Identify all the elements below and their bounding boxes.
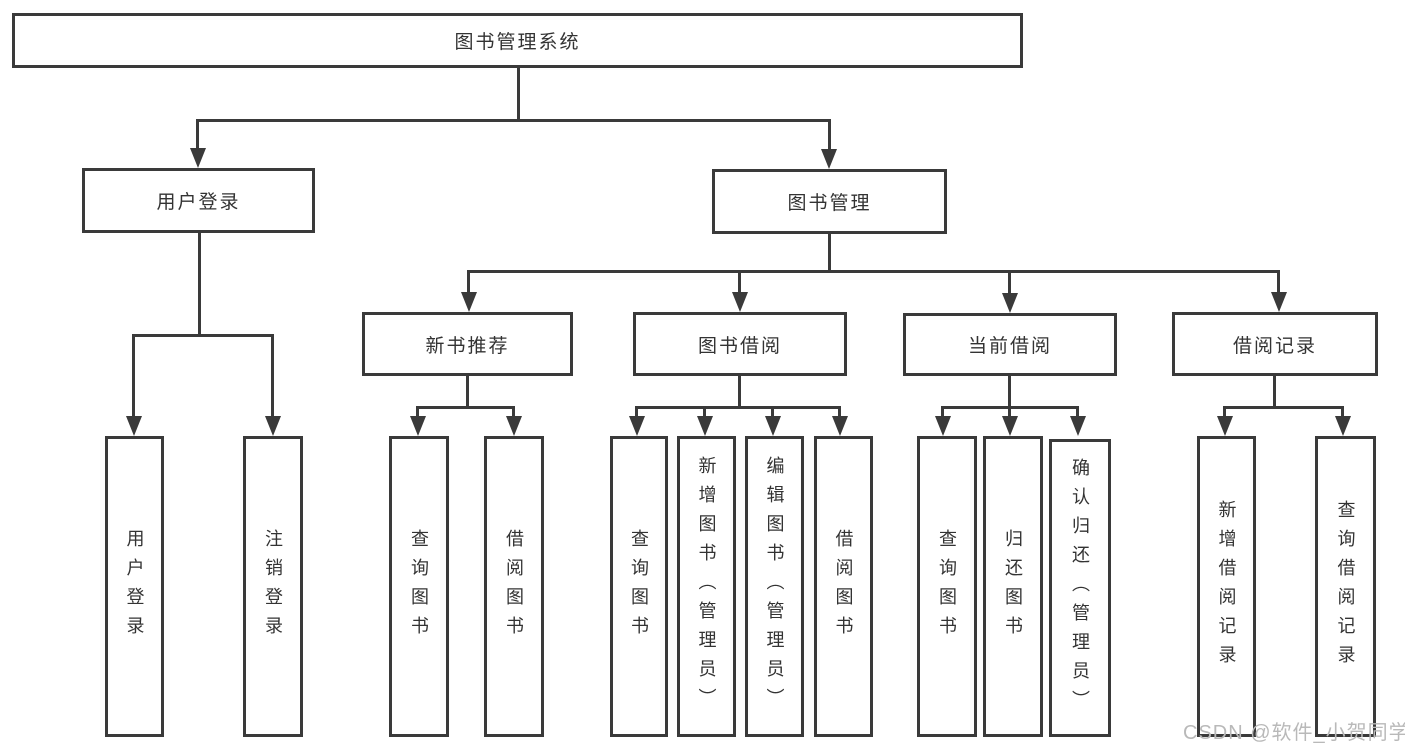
- node-user-login: 用户登录: [82, 168, 315, 233]
- arrow-down-icon: [935, 416, 951, 436]
- connector-line: [132, 334, 135, 417]
- connector-line: [197, 119, 831, 122]
- connector-line: [466, 376, 469, 408]
- connector-line: [1341, 406, 1344, 417]
- connector-line: [635, 406, 638, 417]
- leaf-edit-books-admin: 编辑图书（管理员）: [745, 436, 804, 737]
- connector-line: [738, 270, 741, 293]
- connector-line: [467, 270, 470, 293]
- connector-line: [1273, 376, 1276, 408]
- connector-line: [1008, 406, 1011, 417]
- arrow-down-icon: [265, 416, 281, 436]
- leaf-query-books-borrowing: 查询图书: [610, 436, 668, 737]
- leaf-query-books-current: 查询图书: [917, 436, 977, 737]
- arrow-down-icon: [732, 292, 748, 312]
- connector-line: [512, 406, 515, 417]
- arrow-down-icon: [821, 149, 837, 169]
- connector-line: [1008, 270, 1011, 294]
- connector-line: [828, 234, 831, 272]
- leaf-add-books-admin: 新增图书（管理员）: [677, 436, 736, 737]
- node-borrowing-records: 借阅记录: [1172, 312, 1378, 376]
- connector-line: [738, 376, 741, 408]
- leaf-borrow-books-recommend: 借阅图书: [484, 436, 544, 737]
- arrow-down-icon: [506, 416, 522, 436]
- node-library-management-system: 图书管理系统: [12, 13, 1023, 68]
- connector-line: [1076, 406, 1079, 417]
- leaf-logout: 注销登录: [243, 436, 303, 737]
- connector-line: [196, 119, 199, 150]
- arrow-down-icon: [697, 416, 713, 436]
- connector-line: [1223, 406, 1226, 417]
- arrow-down-icon: [126, 416, 142, 436]
- arrow-down-icon: [765, 416, 781, 436]
- arrow-down-icon: [1335, 416, 1351, 436]
- connector-line: [198, 233, 201, 336]
- node-current-borrowing: 当前借阅: [903, 313, 1117, 376]
- arrow-down-icon: [1070, 416, 1086, 436]
- node-new-book-recommendation: 新书推荐: [362, 312, 573, 376]
- node-book-borrowing: 图书借阅: [633, 312, 847, 376]
- leaf-borrow-books-borrowing: 借阅图书: [814, 436, 873, 737]
- arrow-down-icon: [410, 416, 426, 436]
- arrow-down-icon: [461, 292, 477, 312]
- connector-line: [468, 270, 1280, 273]
- connector-line: [133, 334, 274, 337]
- connector-line: [1008, 376, 1011, 408]
- arrow-down-icon: [1217, 416, 1233, 436]
- arrow-down-icon: [1002, 416, 1018, 436]
- arrow-down-icon: [629, 416, 645, 436]
- node-book-management: 图书管理: [712, 169, 947, 234]
- arrow-down-icon: [832, 416, 848, 436]
- connector-line: [517, 68, 520, 121]
- connector-line: [838, 406, 841, 417]
- leaf-return-books: 归还图书: [983, 436, 1043, 737]
- connector-line: [828, 119, 831, 150]
- connector-line: [1277, 270, 1280, 293]
- connector-line: [417, 406, 514, 409]
- connector-line: [271, 334, 274, 417]
- arrow-down-icon: [1271, 292, 1287, 312]
- leaf-confirm-return-admin: 确认归还（管理员）: [1049, 439, 1111, 737]
- connector-line: [703, 406, 706, 417]
- connector-line: [636, 406, 841, 409]
- connector-line: [416, 406, 419, 417]
- connector-line: [941, 406, 944, 417]
- csdn-watermark: CSDN @软件_小贺同学: [1183, 722, 1405, 744]
- arrow-down-icon: [190, 148, 206, 168]
- leaf-user-login: 用户登录: [105, 436, 164, 737]
- leaf-add-borrow-record: 新增借阅记录: [1197, 436, 1256, 737]
- connector-line: [1224, 406, 1343, 409]
- leaf-query-borrow-record: 查询借阅记录: [1315, 436, 1376, 737]
- leaf-query-books-recommend: 查询图书: [389, 436, 449, 737]
- arrow-down-icon: [1002, 293, 1018, 313]
- connector-line: [771, 406, 774, 417]
